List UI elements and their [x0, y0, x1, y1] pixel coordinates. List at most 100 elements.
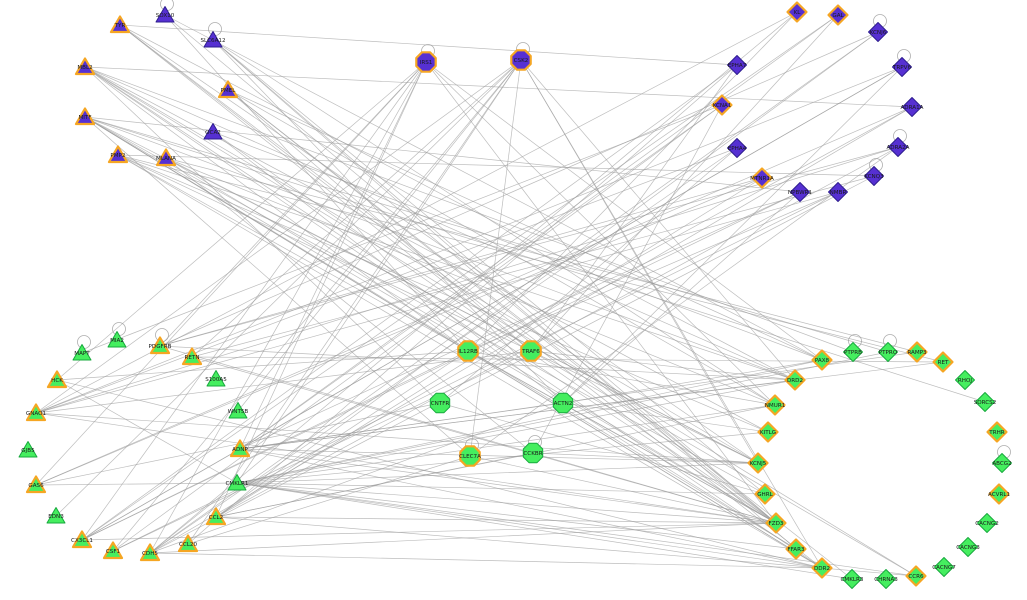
- node-clec7a[interactable]: [459, 445, 481, 467]
- edge: [520, 59, 796, 381]
- node-cdh5[interactable]: [139, 543, 161, 562]
- node-rhoj[interactable]: [955, 370, 975, 390]
- node-trpv6[interactable]: [892, 57, 912, 77]
- node-ghrl[interactable]: [754, 483, 776, 505]
- node-sox10[interactable]: [155, 6, 175, 23]
- edge: [159, 177, 763, 347]
- node-abcg2[interactable]: [992, 453, 1012, 473]
- node-kcnq3[interactable]: [864, 166, 884, 186]
- node-slc6a12[interactable]: [203, 31, 223, 48]
- node-ccl2[interactable]: [205, 507, 227, 526]
- node-nmbr[interactable]: [828, 182, 848, 202]
- diamond-node-shape: [754, 483, 776, 505]
- edge: [236, 59, 522, 484]
- node-oca2[interactable]: [203, 123, 223, 140]
- node-ramp3[interactable]: [906, 341, 928, 363]
- node-sorcs2[interactable]: [975, 392, 995, 412]
- edge: [81, 191, 801, 541]
- edge: [236, 482, 766, 495]
- node-actn2[interactable]: [552, 392, 574, 414]
- node-il12rb[interactable]: [457, 340, 479, 362]
- edge: [562, 402, 797, 550]
- node-mtnr1a[interactable]: [751, 167, 773, 189]
- node-edn3[interactable]: [46, 507, 66, 524]
- node-kitlg[interactable]: [757, 421, 779, 443]
- edge: [187, 59, 522, 545]
- node-adra1a[interactable]: [902, 97, 922, 117]
- node-traf6[interactable]: [520, 340, 542, 362]
- edge: [84, 66, 769, 433]
- node-nmur1[interactable]: [764, 394, 786, 416]
- node-gal[interactable]: [827, 4, 849, 26]
- node-drd2[interactable]: [784, 369, 806, 391]
- node-kcna1[interactable]: [711, 94, 733, 116]
- node-mitf[interactable]: [74, 107, 96, 126]
- node-pmp2[interactable]: [107, 145, 129, 164]
- node-gas6[interactable]: [25, 475, 47, 494]
- edge: [239, 191, 801, 450]
- node-cacng7[interactable]: [934, 557, 954, 577]
- diamond-node-shape: [975, 392, 995, 412]
- edge: [84, 66, 854, 353]
- node-mapt[interactable]: [72, 344, 92, 361]
- node-kcnj6[interactable]: [868, 22, 888, 42]
- node-pdgfrb[interactable]: [149, 336, 171, 355]
- octagon-node-shape: [459, 445, 481, 467]
- node-cckbr[interactable]: [522, 442, 544, 464]
- node-adnp[interactable]: [229, 439, 251, 458]
- node-ccr6[interactable]: [905, 565, 927, 587]
- node-ptprb[interactable]: [843, 342, 863, 362]
- node-irs1[interactable]: [415, 51, 437, 73]
- diamond-node-shape: [958, 537, 978, 557]
- node-trhr[interactable]: [986, 421, 1008, 443]
- node-chrna3[interactable]: [876, 569, 896, 589]
- node-pmel[interactable]: [217, 80, 239, 99]
- node-s100a5[interactable]: [206, 370, 226, 387]
- edge: [469, 59, 522, 457]
- node-adra2a[interactable]: [888, 137, 908, 157]
- node-cntfr[interactable]: [429, 392, 451, 414]
- diamond-node-shape: [828, 182, 848, 202]
- node-epha7[interactable]: [727, 55, 747, 75]
- node-cacng3[interactable]: [958, 537, 978, 557]
- node-gnao1[interactable]: [25, 403, 47, 422]
- node-cmklr3[interactable]: [842, 569, 862, 589]
- node-cacng2[interactable]: [977, 513, 997, 533]
- node-ddr2[interactable]: [811, 557, 833, 579]
- node-tyr[interactable]: [109, 15, 131, 34]
- node-cx3cl1[interactable]: [71, 530, 93, 549]
- node-kl[interactable]: [786, 1, 808, 23]
- edge: [35, 61, 427, 486]
- node-epha4[interactable]: [727, 138, 747, 158]
- edge: [439, 147, 738, 404]
- node-fzd3[interactable]: [765, 512, 787, 534]
- node-pax8[interactable]: [811, 349, 833, 371]
- edge: [84, 116, 796, 381]
- node-acvrl1[interactable]: [988, 483, 1010, 505]
- node-ffar3[interactable]: [785, 538, 807, 560]
- node-cmklr1[interactable]: [227, 474, 247, 491]
- node-ret[interactable]: [932, 351, 954, 373]
- node-csk2[interactable]: [510, 49, 532, 71]
- node-hck[interactable]: [46, 370, 68, 389]
- node-kcnj5[interactable]: [747, 452, 769, 474]
- edge: [236, 482, 917, 577]
- node-mlana[interactable]: [155, 148, 177, 167]
- edge: [236, 482, 777, 524]
- node-gjb5[interactable]: [18, 441, 38, 458]
- node-layer: [18, 1, 1012, 589]
- node-ptpro[interactable]: [878, 342, 898, 362]
- octagon-node-shape: [522, 442, 544, 464]
- node-npbwr1[interactable]: [790, 182, 810, 202]
- node-wnt5b[interactable]: [228, 402, 248, 419]
- node-mbl2[interactable]: [74, 57, 96, 76]
- node-ccl20[interactable]: [177, 534, 199, 553]
- node-mia2[interactable]: [107, 331, 127, 348]
- node-csf1[interactable]: [102, 541, 124, 560]
- edge: [530, 14, 839, 352]
- node-retn[interactable]: [181, 347, 203, 366]
- edge: [236, 379, 796, 484]
- diamond-node-shape: [988, 483, 1010, 505]
- diamond-node-shape: [790, 182, 810, 202]
